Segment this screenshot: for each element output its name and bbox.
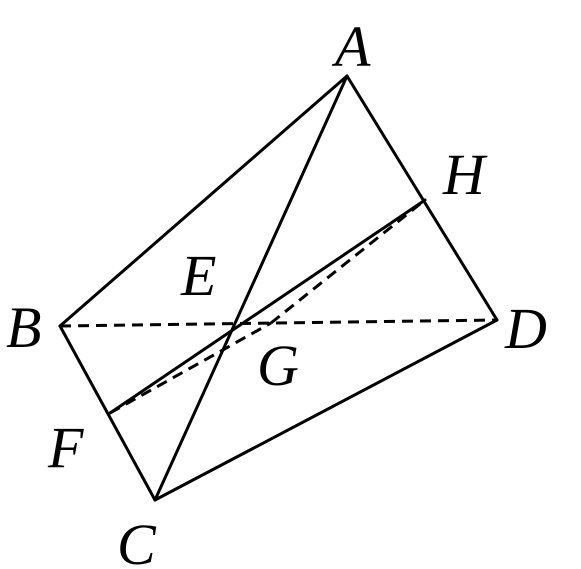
segment-fg xyxy=(109,321,272,415)
labels-group: A B C D E F G H xyxy=(6,14,547,569)
point-label-f: F xyxy=(47,415,84,480)
segment-cd xyxy=(153,318,499,502)
point-label-d: D xyxy=(504,296,547,361)
point-label-c: C xyxy=(117,512,157,569)
point-label-h: H xyxy=(442,142,488,207)
segment-bd xyxy=(59,318,498,328)
point-label-a: A xyxy=(331,14,371,79)
segment-bc xyxy=(58,324,157,502)
point-label-b: B xyxy=(6,295,41,360)
segment-gh xyxy=(270,198,426,325)
segment-ac xyxy=(153,74,349,502)
edges-group xyxy=(58,74,499,502)
point-label-g: G xyxy=(257,333,299,398)
point-label-e: E xyxy=(180,243,216,308)
segment-ad xyxy=(345,74,499,322)
segment-ab xyxy=(58,74,349,328)
segment-fh xyxy=(108,198,427,415)
